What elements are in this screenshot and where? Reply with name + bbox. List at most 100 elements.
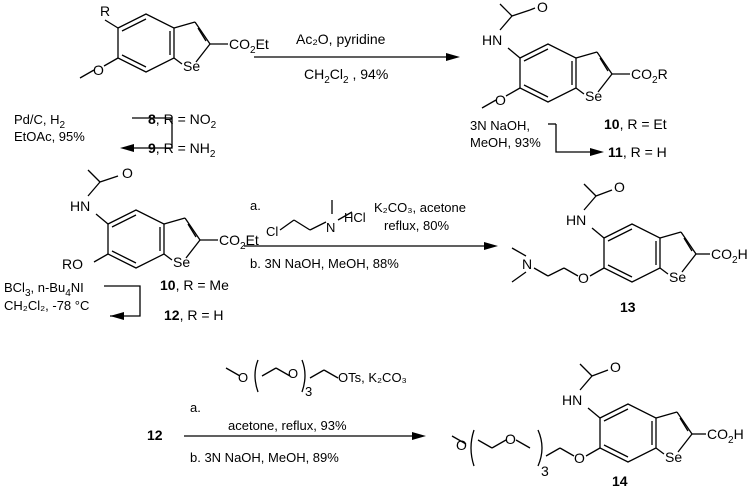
- acid-end: H: [738, 246, 748, 262]
- nh-label: HN: [566, 212, 586, 228]
- methoxy-oxygen-label: O: [495, 92, 506, 108]
- bcl3-c: NI: [71, 280, 84, 295]
- label-12-number: 12: [164, 307, 180, 323]
- label-11-text: , R = H: [623, 144, 667, 160]
- compound-8-structure: R O Se CO2Et: [79, 3, 269, 79]
- bcl3-b: , n-Bu: [31, 280, 66, 295]
- reaction-2-arrowhead: [484, 242, 498, 250]
- bcl3-a: BCl: [4, 280, 25, 295]
- compound-14-structure: O HN O O O 3 Se CO2H 14: [451, 359, 744, 489]
- reaction-1: Ac₂O, pyridine CH2Cl2 , 94%: [254, 31, 460, 86]
- svg-text:11, R = H: 11, R = H: [608, 144, 667, 160]
- ester-end: Et: [246, 232, 259, 248]
- ether-oxygen-label: O: [578, 270, 589, 286]
- peg-repeat-count: 3: [541, 463, 549, 479]
- reaction-1-yield: , 94%: [349, 66, 389, 82]
- ester-end: R: [658, 66, 668, 82]
- label-11-number: 11: [608, 144, 623, 160]
- ester-end: Et: [256, 36, 269, 52]
- carbonyl-oxygen-label: O: [614, 179, 625, 195]
- carbonyl-oxygen-label: O: [610, 359, 621, 375]
- peg-oxygen-2: O: [288, 366, 298, 381]
- substituent-r-label: R: [100, 3, 110, 19]
- reaction-1-solvent-b: Cl: [330, 66, 343, 82]
- carbonyl-oxygen-label: O: [122, 165, 133, 181]
- bcl3-sub: 3: [25, 288, 31, 299]
- peg-open-bracket: [470, 429, 475, 467]
- svg-text:CO2Et: CO2Et: [229, 36, 269, 56]
- nh-label: HN: [482, 32, 502, 48]
- bcl3-solvent: CH₂Cl₂, -78 °C: [4, 298, 89, 313]
- ester-label: CO: [219, 232, 240, 248]
- reaction-1-solvent-a: CH: [304, 66, 324, 82]
- oxygen-label: O: [93, 62, 104, 78]
- reaction-3-solvent: acetone, reflux, 93%: [228, 418, 347, 433]
- svg-text:Pd/C, H2: Pd/C, H2: [14, 112, 66, 131]
- compound-10b-structure: O HN RO Se CO2Et: [62, 165, 259, 272]
- aryl-ether-oxygen-label: O: [574, 450, 585, 466]
- compound-13-structure: O HN O N Se CO2H 13: [511, 179, 748, 315]
- svg-text:10, R = Et: 10, R = Et: [604, 116, 667, 132]
- ro-label: RO: [62, 256, 83, 272]
- reaction-3-step-b: b. 3N NaOH, MeOH, 89%: [190, 450, 339, 465]
- selenium-label: Se: [669, 269, 686, 285]
- reaction-2-step-b: b. 3N NaOH, MeOH, 88%: [250, 256, 399, 271]
- acid-subscript: 2: [732, 255, 738, 266]
- reaction-2-reflux: reflux, 80%: [384, 218, 449, 233]
- ester-subscript: 2: [240, 241, 246, 252]
- dimethylamine-nitrogen-label: N: [522, 256, 532, 272]
- compound-10-structure: O HN O Se CO2R: [481, 0, 668, 109]
- label-9-number: 9: [148, 140, 156, 156]
- peg-oxygen-label: O: [505, 431, 516, 447]
- selenium-label: Se: [665, 449, 682, 465]
- ester-subscript: 2: [250, 45, 256, 56]
- peg-oxygen-1: O: [238, 370, 248, 385]
- label-10b-number: 10: [160, 277, 176, 293]
- hcl-label: HCl: [344, 210, 366, 225]
- compound-13-label: 13: [620, 299, 636, 315]
- compound-12-label: 12: [147, 427, 163, 443]
- peg-open-bracket: [254, 359, 259, 393]
- bcl3-sub2: 4: [65, 288, 71, 299]
- ester-subscript: 2: [652, 75, 658, 86]
- label-12-text: , R = H: [180, 307, 224, 323]
- reaction-3-reagents: OTs, K₂CO₃: [338, 370, 407, 385]
- ester-label: CO: [631, 66, 652, 82]
- hydrolysis-arrow: [555, 124, 592, 153]
- methoxy-oxygen-label: O: [456, 437, 467, 453]
- selenium-label: Se: [183, 58, 200, 74]
- ester-label: CO: [229, 36, 250, 52]
- svg-text:BCl3, n-Bu4NI: BCl3, n-Bu4NI: [4, 280, 84, 299]
- chloride-label: Cl: [266, 224, 278, 239]
- label-8-number: 8: [148, 111, 156, 127]
- reduction-step: Pd/C, H2 EtOAc, 95% 8, R = NO2 9, R = NH…: [14, 111, 217, 160]
- reaction-3-arrowhead: [412, 432, 426, 440]
- reaction-3-step-a: a.: [190, 400, 201, 415]
- demethylation-arrow: [104, 285, 141, 317]
- reaction-1-reagent: Ac₂O, pyridine: [296, 31, 386, 47]
- label-8-text: , R = NO: [156, 111, 211, 127]
- reaction-2: a. Cl N HCl K₂CO₃, acetone reflux, 80% b…: [244, 198, 498, 271]
- nh-label: HN: [562, 392, 582, 408]
- svg-text:12, R = H: 12, R = H: [164, 307, 224, 323]
- hydrolysis-step: 3N NaOH, MeOH, 93% 10, R = Et 11, R = H: [470, 116, 667, 160]
- acid-label: CO: [707, 426, 728, 442]
- reaction-2-base: K₂CO₃, acetone: [374, 200, 466, 215]
- reaction-1-solvent-sub2: 2: [343, 75, 349, 86]
- pdc-condition: Pd/C, H: [14, 112, 60, 127]
- acid-end: H: [734, 426, 744, 442]
- svg-text:10, R = Me: 10, R = Me: [160, 277, 229, 293]
- label-10-number: 10: [604, 116, 620, 132]
- peg-close-bracket: [537, 429, 543, 467]
- reaction-3: 12 a. O O 3 OTs, K₂CO₃ acetone, reflux, …: [147, 359, 426, 465]
- label-10b-text: , R = Me: [176, 277, 230, 293]
- label-10-text: , R = Et: [620, 116, 667, 132]
- acid-subscript: 2: [728, 435, 734, 446]
- svg-text:CO2H: CO2H: [707, 426, 744, 446]
- svg-text:CO2R: CO2R: [631, 66, 668, 86]
- peg-close-bracket: [301, 359, 306, 393]
- selenium-label: Se: [585, 88, 602, 104]
- meoh-condition: MeOH, 93%: [470, 135, 541, 150]
- reduction-arrow: [132, 117, 173, 149]
